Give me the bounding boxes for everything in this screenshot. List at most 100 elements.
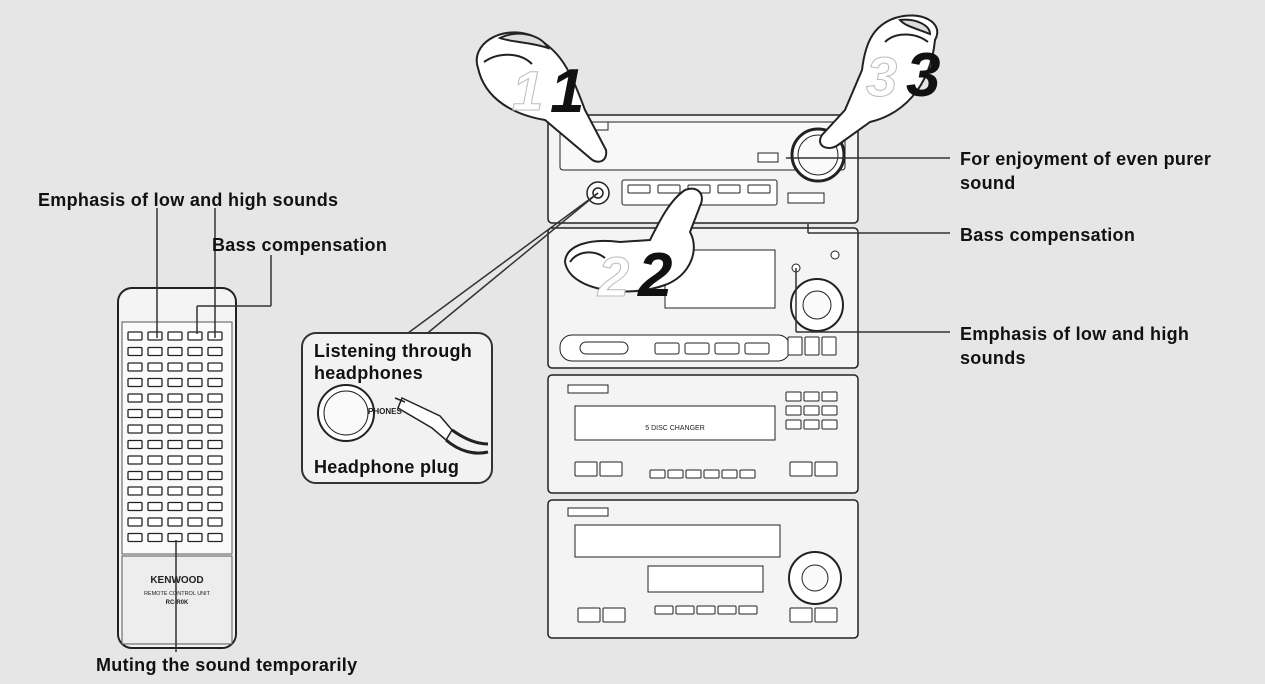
remote-button[interactable] [147, 501, 163, 512]
remote-button[interactable] [207, 439, 223, 450]
tuner-button[interactable] [744, 342, 770, 355]
remote-button[interactable] [167, 331, 183, 341]
remote-button[interactable] [207, 408, 223, 419]
remote-button[interactable] [167, 393, 183, 403]
deck-transport-button[interactable] [654, 605, 674, 615]
tuner-side-button[interactable] [804, 336, 820, 356]
changer-button[interactable] [789, 461, 813, 477]
remote-button[interactable] [207, 517, 223, 527]
amp-button[interactable] [747, 184, 771, 194]
changer-button[interactable] [814, 461, 838, 477]
deck-transport-button[interactable] [717, 605, 737, 615]
remote-button[interactable] [147, 408, 163, 419]
amp-button[interactable] [717, 184, 741, 194]
disc-button[interactable] [649, 469, 666, 479]
remote-button[interactable] [147, 439, 163, 450]
remote-button[interactable] [147, 362, 163, 372]
remote-button[interactable] [187, 517, 203, 527]
remote-button[interactable] [147, 377, 163, 388]
bass-compensation-button[interactable] [787, 192, 825, 204]
remote-button[interactable] [127, 408, 143, 419]
remote-button[interactable] [167, 486, 183, 496]
remote-button[interactable] [187, 501, 203, 512]
remote-button[interactable] [207, 470, 223, 481]
remote-button[interactable] [127, 517, 143, 527]
disc-button[interactable] [703, 469, 720, 479]
remote-button[interactable] [147, 455, 163, 465]
sound-button[interactable] [757, 152, 779, 163]
tuner-side-button[interactable] [787, 336, 803, 356]
deck-button[interactable] [577, 607, 601, 623]
remote-button[interactable] [167, 408, 183, 419]
changer-side-button[interactable] [803, 419, 820, 430]
disc-button[interactable] [667, 469, 684, 479]
disc-button[interactable] [721, 469, 738, 479]
changer-side-button[interactable] [785, 405, 802, 416]
deck-transport-button[interactable] [738, 605, 758, 615]
remote-button[interactable] [127, 486, 143, 496]
remote-button[interactable] [127, 470, 143, 481]
deck-transport-button[interactable] [696, 605, 716, 615]
remote-button[interactable] [207, 346, 223, 357]
remote-button[interactable] [207, 532, 223, 543]
remote-button[interactable] [127, 532, 143, 543]
remote-button[interactable] [127, 362, 143, 372]
remote-button[interactable] [167, 532, 183, 543]
remote-button[interactable] [187, 331, 203, 341]
remote-button[interactable] [127, 346, 143, 357]
remote-button[interactable] [167, 470, 183, 481]
remote-button[interactable] [127, 424, 143, 434]
tuner-button[interactable] [714, 342, 740, 355]
amp-button[interactable] [627, 184, 651, 194]
remote-button[interactable] [187, 408, 203, 419]
remote-button[interactable] [187, 362, 203, 372]
remote-button[interactable] [207, 362, 223, 372]
remote-button[interactable] [167, 377, 183, 388]
remote-button[interactable] [187, 532, 203, 543]
remote-button[interactable] [147, 393, 163, 403]
remote-button[interactable] [127, 455, 143, 465]
remote-button[interactable] [187, 439, 203, 450]
remote-button[interactable] [167, 501, 183, 512]
changer-side-button[interactable] [785, 391, 802, 402]
disc-button[interactable] [739, 469, 756, 479]
remote-button[interactable] [147, 486, 163, 496]
remote-button[interactable] [167, 424, 183, 434]
tuner-button[interactable] [684, 342, 710, 355]
remote-button[interactable] [167, 517, 183, 527]
disc-button[interactable] [685, 469, 702, 479]
remote-button[interactable] [127, 331, 143, 341]
remote-button[interactable] [127, 501, 143, 512]
remote-button[interactable] [207, 455, 223, 465]
deck-button[interactable] [814, 607, 838, 623]
tuner-side-button[interactable] [821, 336, 837, 356]
remote-button[interactable] [187, 455, 203, 465]
remote-button[interactable] [147, 470, 163, 481]
remote-button[interactable] [187, 393, 203, 403]
deck-button[interactable] [789, 607, 813, 623]
changer-side-button[interactable] [821, 391, 838, 402]
remote-button[interactable] [147, 517, 163, 527]
remote-button[interactable] [167, 346, 183, 357]
tuner-button[interactable] [654, 342, 680, 355]
changer-button[interactable] [574, 461, 598, 477]
remote-button[interactable] [207, 424, 223, 434]
remote-button[interactable] [187, 377, 203, 388]
deck-button[interactable] [602, 607, 626, 623]
remote-button[interactable] [207, 486, 223, 496]
remote-button[interactable] [167, 362, 183, 372]
remote-button[interactable] [127, 439, 143, 450]
remote-button[interactable] [187, 346, 203, 357]
remote-button[interactable] [207, 377, 223, 388]
changer-side-button[interactable] [821, 405, 838, 416]
remote-button[interactable] [147, 331, 163, 341]
changer-side-button[interactable] [785, 419, 802, 430]
remote-button[interactable] [147, 424, 163, 434]
remote-button[interactable] [127, 377, 143, 388]
changer-side-button[interactable] [803, 405, 820, 416]
remote-button[interactable] [147, 532, 163, 543]
remote-button[interactable] [187, 470, 203, 481]
remote-button[interactable] [187, 486, 203, 496]
deck-transport-button[interactable] [675, 605, 695, 615]
changer-side-button[interactable] [821, 419, 838, 430]
